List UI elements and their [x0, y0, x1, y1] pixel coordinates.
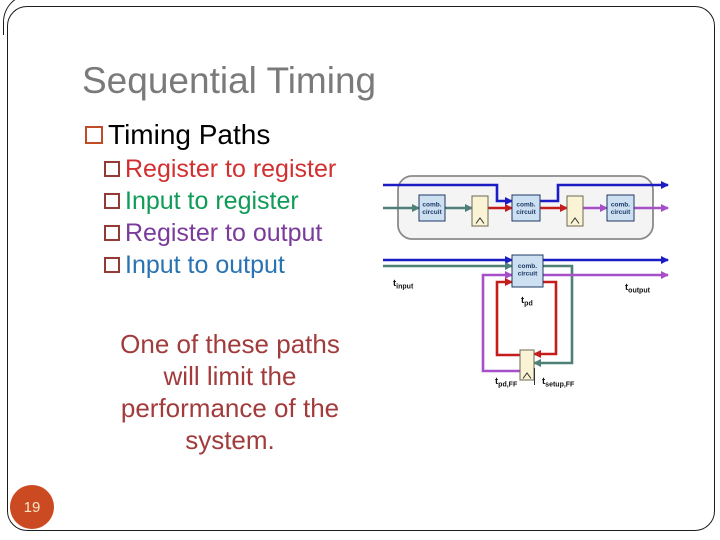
comb-circuit-label: circuit — [518, 271, 538, 278]
slide-corner-decoration — [3, 0, 38, 35]
bullet-register-to-register: Register to register — [104, 154, 336, 184]
t-input-label: tinput — [393, 278, 414, 291]
t-output-label: toutput — [625, 282, 651, 295]
comb-circuit-label: comb. — [518, 263, 537, 270]
register-box — [471, 195, 489, 227]
t-pd-ff-label: tpd,FF — [495, 376, 518, 389]
clock-triangle-icon — [522, 372, 532, 379]
bullet-timing-paths: Timing Paths — [85, 119, 271, 150]
register-to-output-path — [481, 271, 520, 373]
comb-circuit-label: comb. — [516, 202, 535, 209]
comb-circuit-box — [511, 254, 544, 288]
comb-circuit-label: circuit — [611, 209, 631, 216]
bullet-label: Register to register — [125, 154, 337, 183]
square-bullet-icon — [104, 225, 120, 241]
square-bullet-icon — [104, 161, 120, 177]
note-line: One of these paths — [120, 329, 340, 359]
square-bullet-icon — [85, 126, 103, 144]
timing-diagram: comb. circuit comb. circuit comb. circui… — [378, 170, 678, 400]
register-box — [566, 195, 584, 227]
note-line: system. — [185, 425, 275, 455]
t-pd-label: tpd — [521, 295, 533, 308]
page-number-badge: 19 — [10, 485, 54, 529]
t-setup-ff-label: tsetup,FF — [542, 376, 575, 389]
note-line: will limit the — [163, 361, 297, 391]
comb-circuit-label: circuit — [516, 209, 536, 216]
register-to-register-path — [495, 278, 520, 357]
slide-border-frame — [7, 6, 715, 531]
page-number: 19 — [23, 498, 41, 516]
timing-diagram-svg: comb. circuit comb. circuit comb. circui… — [383, 175, 669, 389]
bullet-label: Register to output — [125, 218, 323, 247]
clock-triangle-icon — [570, 217, 580, 224]
comb-circuit-box — [418, 194, 446, 222]
bullet-label: Timing Paths — [108, 119, 271, 150]
bullet-label: Input to register — [125, 186, 299, 215]
square-bullet-icon — [104, 193, 120, 209]
comb-circuit-box — [511, 194, 541, 222]
input-to-register-path — [533, 264, 574, 367]
comb-circuit-label: comb. — [611, 202, 630, 209]
square-bullet-icon — [104, 257, 120, 273]
clock-triangle-icon — [475, 217, 485, 224]
comb-circuit-label: circuit — [422, 209, 442, 216]
note-text: One of these paths will limit the perfor… — [80, 328, 380, 456]
input-to-output-path — [383, 183, 513, 205]
register-box — [519, 349, 535, 381]
bullet-input-to-register: Input to register — [104, 186, 299, 216]
bullet-register-to-output: Register to output — [104, 218, 322, 248]
bullet-input-to-output: Input to output — [104, 250, 285, 280]
register-to-register-path — [533, 280, 558, 358]
input-to-output-path — [540, 181, 669, 203]
comb-circuit-label: comb. — [422, 202, 441, 209]
comb-circuit-box — [606, 194, 635, 222]
note-line: performance of the — [120, 393, 340, 423]
bullet-label: Input to output — [125, 250, 285, 279]
page-title: Sequential Timing — [82, 60, 377, 101]
